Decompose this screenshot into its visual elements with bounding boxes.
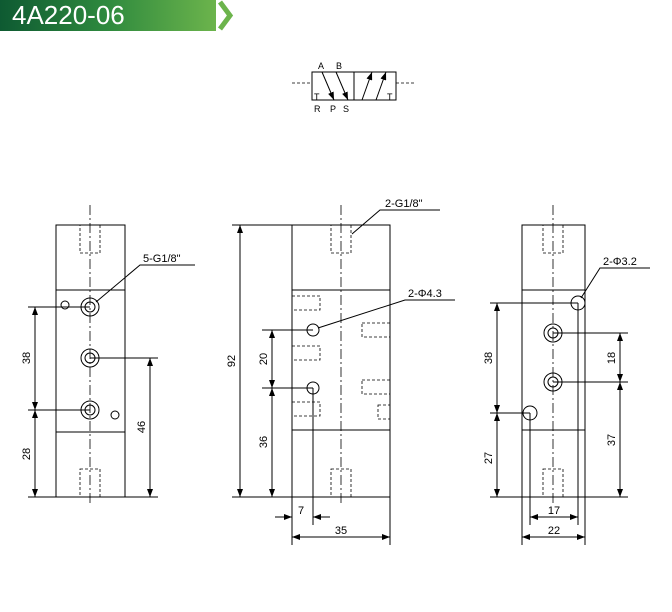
left-view: 38 28 46 5-G1/8" — [21, 205, 195, 505]
model-title: 4A220-06 — [12, 0, 125, 30]
dim-38: 38 — [483, 352, 495, 364]
dim-38: 38 — [21, 352, 33, 364]
dim-37: 37 — [606, 434, 618, 446]
valve-symbol: A B R P S T T — [292, 61, 416, 114]
dim-27: 27 — [483, 452, 495, 464]
port-a-label: A — [318, 61, 324, 71]
port-callout: 5-G1/8" — [143, 253, 181, 265]
exhaust-mark: T — [387, 92, 393, 102]
port-p-label: P — [330, 104, 336, 114]
dim-18: 18 — [606, 352, 618, 364]
dim-36: 36 — [258, 436, 270, 448]
port-r-label: R — [314, 104, 321, 114]
port-s-label: S — [343, 104, 349, 114]
port-callout: 2-G1/8" — [385, 198, 423, 210]
dim-92: 92 — [226, 355, 238, 367]
chevron-right-icon — [217, 0, 234, 31]
model-banner: 4A220-06 — [0, 0, 216, 31]
dim-46: 46 — [136, 421, 148, 433]
dim-20: 20 — [258, 353, 270, 365]
front-view: 92 20 36 7 35 2-G1/8" 2-Φ4.3 — [226, 198, 455, 545]
exhaust-mark: T — [314, 92, 320, 102]
hole-callout: 2-Φ3.2 — [603, 256, 637, 268]
dim-35: 35 — [335, 525, 347, 537]
dim-7: 7 — [298, 505, 304, 517]
port-b-label: B — [336, 61, 342, 71]
dim-17: 17 — [548, 505, 560, 517]
dim-28: 28 — [21, 448, 33, 460]
right-view: 38 27 18 37 17 22 2-Φ3.2 — [483, 205, 650, 545]
hole-callout: 2-Φ4.3 — [408, 288, 442, 300]
dim-22: 22 — [548, 525, 560, 537]
